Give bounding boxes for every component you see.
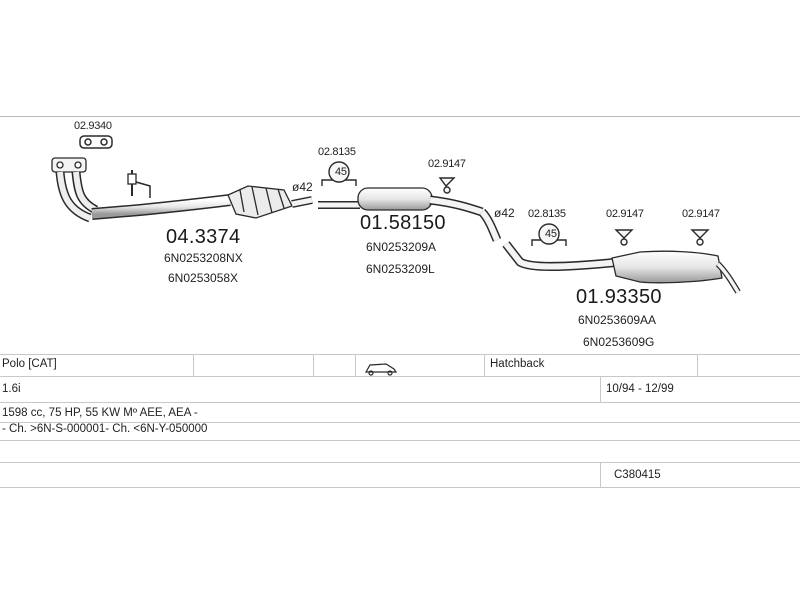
- gasket-number: 02.9340: [74, 120, 112, 132]
- years-cell: 10/94 - 12/99: [606, 383, 674, 395]
- downpipe-part: [51, 157, 313, 223]
- hanger-icon: [438, 177, 456, 194]
- body-cell: Hatchback: [490, 358, 545, 370]
- clamp-size-label: 45: [545, 228, 557, 240]
- hanger-number: 02.9147: [682, 208, 720, 220]
- chassis-cell: - Ch. >6N-S-000001- Ch. <6N-Y-050000: [2, 423, 208, 435]
- table-row: [0, 440, 800, 463]
- model-cell: Polo [CAT]: [2, 358, 57, 370]
- oem-number: 6N0253609AA: [578, 313, 657, 327]
- oem-number: 6N0253208NX: [164, 251, 243, 265]
- engine-cell: 1.6i: [2, 383, 21, 395]
- divider: [313, 355, 314, 377]
- table-row: - Ch. >6N-S-000001- Ch. <6N-Y-050000: [0, 422, 800, 441]
- table-row: 1598 cc, 75 HP, 55 KW Mº AEE, AEA -: [0, 402, 800, 423]
- top-rule: [0, 116, 800, 117]
- clamp-icon: [531, 223, 567, 246]
- divider: [484, 355, 485, 377]
- specs-cell: 1598 cc, 75 HP, 55 KW Mº AEE, AEA -: [2, 407, 198, 419]
- divider: [600, 377, 601, 403]
- divider: [355, 355, 356, 377]
- rear-silencer-part: [502, 241, 741, 294]
- part-number: 01.93350: [576, 286, 662, 308]
- divider: [193, 355, 194, 377]
- oem-number: 6N0253609G: [583, 335, 655, 349]
- hanger-icon: [690, 229, 710, 246]
- diameter-label: ø42: [292, 180, 313, 194]
- middle-silencer-part: [318, 187, 502, 242]
- oem-number: 6N0253058X: [168, 271, 239, 285]
- table-row: C380415: [0, 462, 800, 488]
- oem-number: 6N0253209A: [366, 240, 437, 254]
- reference-cell: C380415: [614, 469, 661, 481]
- clamp-icon: [321, 161, 357, 186]
- clamp-number: 02.8135: [528, 208, 566, 220]
- clamp-number: 02.8135: [318, 146, 356, 158]
- clamp-size-label: 45: [335, 166, 347, 178]
- oem-number: 6N0253209L: [366, 262, 435, 276]
- part-number: 04.3374: [166, 226, 241, 248]
- hanger-number: 02.9147: [428, 158, 466, 170]
- hanger-icon: [614, 229, 634, 246]
- divider: [697, 355, 698, 377]
- gasket-icon: [79, 135, 113, 149]
- table-row: 1.6i 10/94 - 12/99: [0, 376, 800, 403]
- table-row: Polo [CAT] Hatchback: [0, 354, 800, 377]
- hanger-number: 02.9147: [606, 208, 644, 220]
- diameter-label: ø42: [494, 206, 515, 220]
- part-number: 01.58150: [360, 212, 446, 234]
- divider: [600, 463, 601, 487]
- car-icon: [364, 363, 398, 376]
